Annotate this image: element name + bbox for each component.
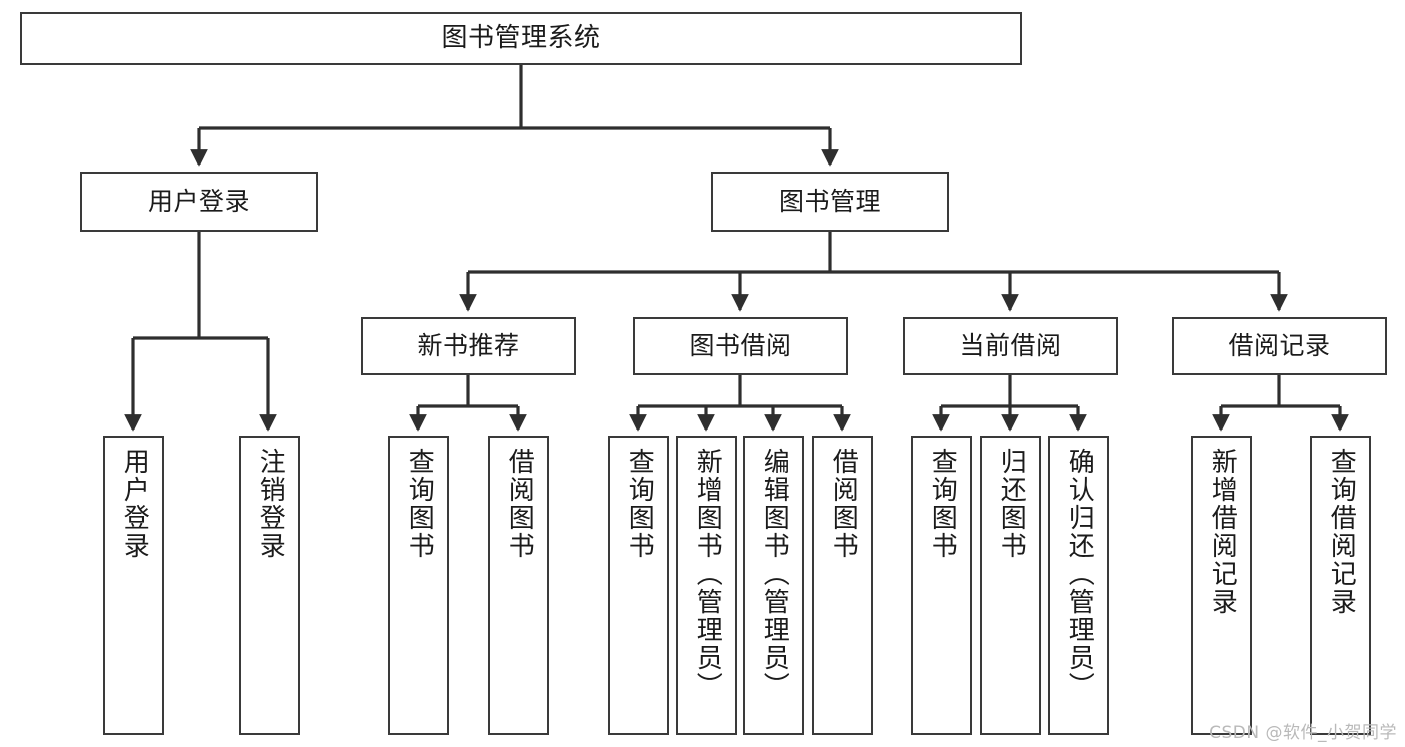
node-label: 编辑图书（管理员） bbox=[759, 448, 790, 700]
leaf-query-book-current[interactable]: 查询图书 bbox=[911, 436, 972, 735]
node-label: 确认归还（管理员） bbox=[1064, 448, 1095, 700]
node-new-book-recommend[interactable]: 新书推荐 bbox=[361, 317, 576, 375]
node-label: 借阅图书 bbox=[828, 448, 859, 560]
leaf-edit-book-admin[interactable]: 编辑图书（管理员） bbox=[743, 436, 804, 735]
node-borrow-record[interactable]: 借阅记录 bbox=[1172, 317, 1387, 375]
node-label: 借阅记录 bbox=[1228, 330, 1331, 360]
leaf-borrow-book[interactable]: 借阅图书 bbox=[812, 436, 873, 735]
node-label: 图书借阅 bbox=[689, 330, 792, 360]
node-label: 注销登录 bbox=[255, 448, 286, 560]
node-book-borrow[interactable]: 图书借阅 bbox=[633, 317, 848, 375]
node-current-borrow[interactable]: 当前借阅 bbox=[903, 317, 1118, 375]
node-label: 图书管理 bbox=[778, 186, 881, 216]
node-label: 查询借阅记录 bbox=[1326, 448, 1357, 616]
node-label: 用户登录 bbox=[147, 186, 250, 216]
node-label: 新增借阅记录 bbox=[1207, 448, 1238, 616]
leaf-add-book-admin[interactable]: 新增图书（管理员） bbox=[676, 436, 737, 735]
leaf-query-borrow-record[interactable]: 查询借阅记录 bbox=[1310, 436, 1371, 735]
csdn-watermark: CSDN @软件_小贺同学 bbox=[1209, 723, 1397, 743]
node-root-system[interactable]: 图书管理系统 bbox=[20, 12, 1022, 65]
leaf-confirm-return-admin[interactable]: 确认归还（管理员） bbox=[1048, 436, 1109, 735]
node-label: 归还图书 bbox=[996, 448, 1027, 560]
leaf-add-borrow-record[interactable]: 新增借阅记录 bbox=[1191, 436, 1252, 735]
leaf-return-book[interactable]: 归还图书 bbox=[980, 436, 1041, 735]
node-label: 借阅图书 bbox=[504, 448, 535, 560]
leaf-borrow-book-new[interactable]: 借阅图书 bbox=[488, 436, 549, 735]
leaf-query-book-new[interactable]: 查询图书 bbox=[388, 436, 449, 735]
node-label: 当前借阅 bbox=[959, 330, 1062, 360]
node-user-login[interactable]: 用户登录 bbox=[80, 172, 318, 232]
node-label: 查询图书 bbox=[404, 448, 435, 560]
node-book-management[interactable]: 图书管理 bbox=[711, 172, 949, 232]
node-label: 新书推荐 bbox=[417, 330, 520, 360]
leaf-user-login[interactable]: 用户登录 bbox=[103, 436, 164, 735]
leaf-query-book-borrow[interactable]: 查询图书 bbox=[608, 436, 669, 735]
node-label: 查询图书 bbox=[927, 448, 958, 560]
node-label: 图书管理系统 bbox=[441, 22, 601, 53]
leaf-logout[interactable]: 注销登录 bbox=[239, 436, 300, 735]
node-label: 查询图书 bbox=[624, 448, 655, 560]
node-label: 用户登录 bbox=[119, 448, 150, 560]
node-label: 新增图书（管理员） bbox=[692, 448, 723, 700]
